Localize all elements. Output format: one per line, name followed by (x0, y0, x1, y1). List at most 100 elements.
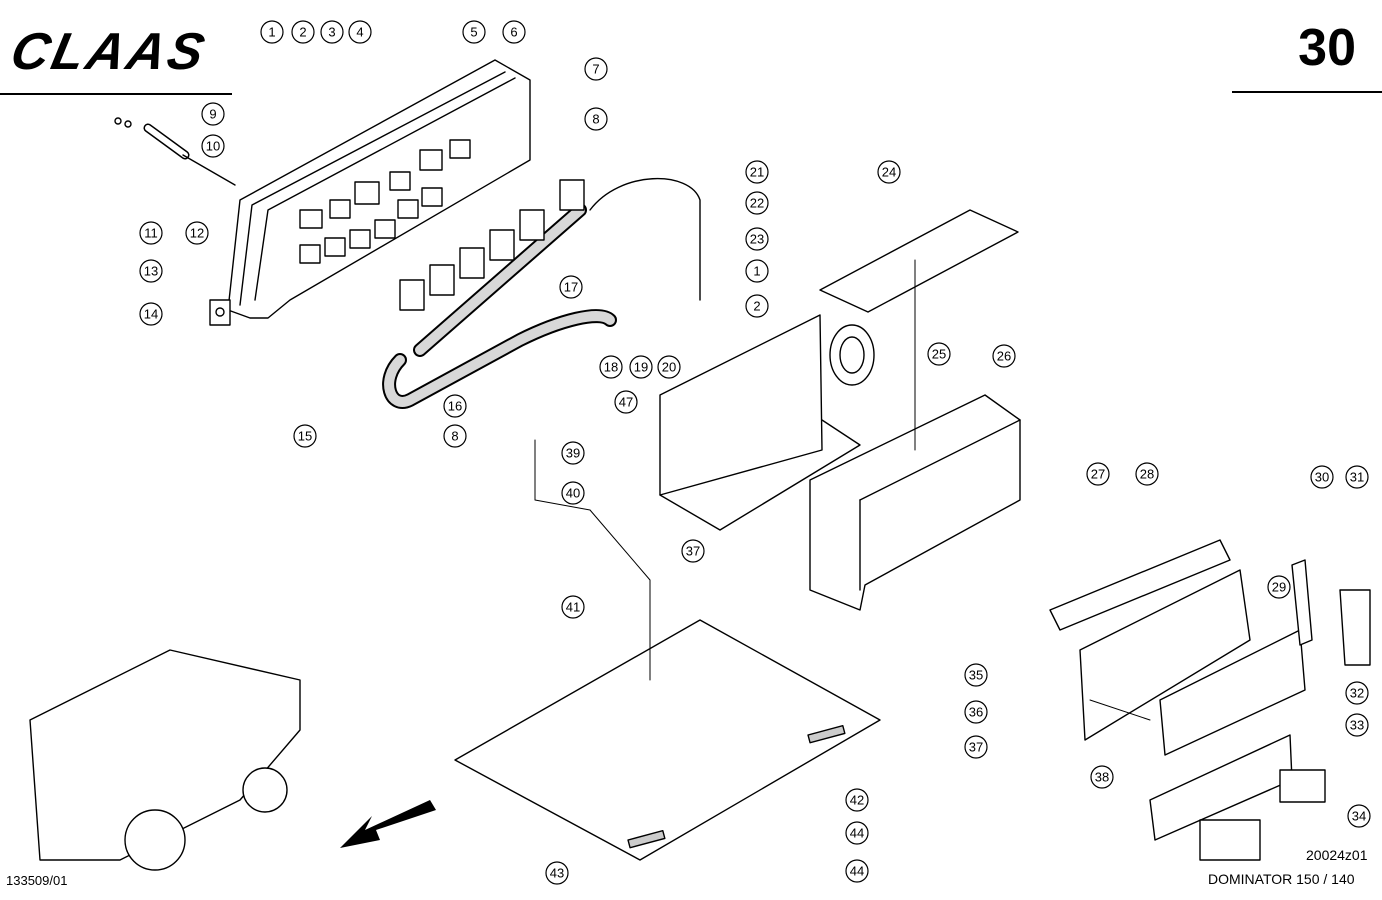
callout-44: 44 (845, 821, 869, 845)
callout-number: 6 (510, 25, 517, 40)
callout-27: 27 (1086, 462, 1110, 486)
callout-44: 44 (845, 859, 869, 883)
callout-number: 1 (268, 25, 275, 40)
callout-14: 14 (139, 302, 163, 326)
base-plate (454, 619, 881, 861)
callout-number: 37 (969, 740, 983, 755)
page-number: 30 (1298, 19, 1356, 77)
callout-24: 24 (877, 160, 901, 184)
callout-39: 39 (561, 441, 585, 465)
callout-number: 26 (997, 349, 1011, 364)
callout-number: 17 (564, 280, 578, 295)
callout-34: 34 (1347, 804, 1371, 828)
callout-31: 31 (1345, 465, 1369, 489)
callout-32: 32 (1345, 681, 1369, 705)
combine-harvester-sketch (29, 649, 301, 871)
callout-6: 6 (502, 20, 526, 44)
callout-30: 30 (1310, 465, 1334, 489)
callout-number: 34 (1352, 809, 1366, 824)
callout-number: 47 (619, 395, 633, 410)
callout-number: 16 (448, 399, 462, 414)
callout-29: 29 (1267, 575, 1291, 599)
callout-number: 44 (850, 826, 864, 841)
callout-number: 39 (566, 446, 580, 461)
callout-number: 23 (750, 232, 764, 247)
callout-41: 41 (561, 595, 585, 619)
console-housing (809, 394, 1021, 611)
leader-lines (534, 259, 1151, 721)
callout-number: 9 (209, 107, 216, 122)
callout-35: 35 (964, 663, 988, 687)
callout-number: 40 (566, 486, 580, 501)
callout-9: 9 (201, 102, 225, 126)
callout-number: 41 (566, 600, 580, 615)
callout-number: 37 (686, 544, 700, 559)
callout-number: 32 (1350, 686, 1364, 701)
callout-number: 30 (1315, 470, 1329, 485)
callout-5: 5 (462, 20, 486, 44)
callout-number: 13 (144, 264, 158, 279)
callout-1: 1 (745, 259, 769, 283)
cover-bracket (659, 314, 875, 531)
callout-number: 29 (1272, 580, 1286, 595)
callout-number: 42 (850, 793, 864, 808)
callout-number: 18 (604, 360, 618, 375)
callout-26: 26 (992, 344, 1016, 368)
callout-21: 21 (745, 160, 769, 184)
callout-33: 33 (1345, 713, 1369, 737)
callout-28: 28 (1135, 462, 1159, 486)
callout-number: 21 (750, 165, 764, 180)
callout-43: 43 (545, 861, 569, 885)
callout-number: 25 (932, 347, 946, 362)
callout-23: 23 (745, 227, 769, 251)
callout-number: 4 (356, 25, 363, 40)
callout-number: 22 (750, 196, 764, 211)
callout-36: 36 (964, 700, 988, 724)
callout-number: 20 (662, 360, 676, 375)
reference-number: 133509/01 (6, 873, 68, 888)
callout-8: 8 (443, 424, 467, 448)
callout-number: 43 (550, 866, 564, 881)
callout-37: 37 (681, 539, 705, 563)
label-plate (819, 209, 1019, 313)
callout-number: 11 (144, 226, 158, 241)
callout-number: 31 (1350, 470, 1364, 485)
callout-16: 16 (443, 394, 467, 418)
callout-13: 13 (139, 259, 163, 283)
model-designation: DOMINATOR 150 / 140 (1208, 871, 1355, 887)
callout-38: 38 (1090, 765, 1114, 789)
callout-number: 8 (451, 429, 458, 444)
callout-number: 24 (882, 165, 896, 180)
direction-arrow (340, 800, 436, 848)
callout-number: 27 (1091, 467, 1105, 482)
callout-12: 12 (185, 221, 209, 245)
callout-2: 2 (745, 294, 769, 318)
callout-47: 47 (614, 390, 638, 414)
header-rule-right (1232, 91, 1382, 93)
callout-number: 36 (969, 705, 983, 720)
callout-number: 10 (206, 139, 220, 154)
callout-number: 2 (299, 25, 306, 40)
callout-37: 37 (964, 735, 988, 759)
callout-number: 15 (298, 429, 312, 444)
callout-number: 19 (634, 360, 648, 375)
relay-modules (1049, 539, 1371, 861)
callout-number: 7 (592, 62, 599, 77)
callout-19: 19 (629, 355, 653, 379)
callout-number: 1 (753, 264, 760, 279)
callout-15: 15 (293, 424, 317, 448)
callout-11: 11 (139, 221, 163, 245)
callout-4: 4 (348, 20, 372, 44)
callout-number: 3 (328, 25, 335, 40)
callout-2: 2 (291, 20, 315, 44)
callout-number: 12 (190, 226, 204, 241)
wiring-harness (382, 177, 701, 409)
callout-42: 42 (845, 788, 869, 812)
callout-8: 8 (584, 107, 608, 131)
rod-and-bolt (114, 117, 236, 186)
instrument-panel-frame (209, 59, 531, 326)
header-rule-left (0, 93, 232, 95)
